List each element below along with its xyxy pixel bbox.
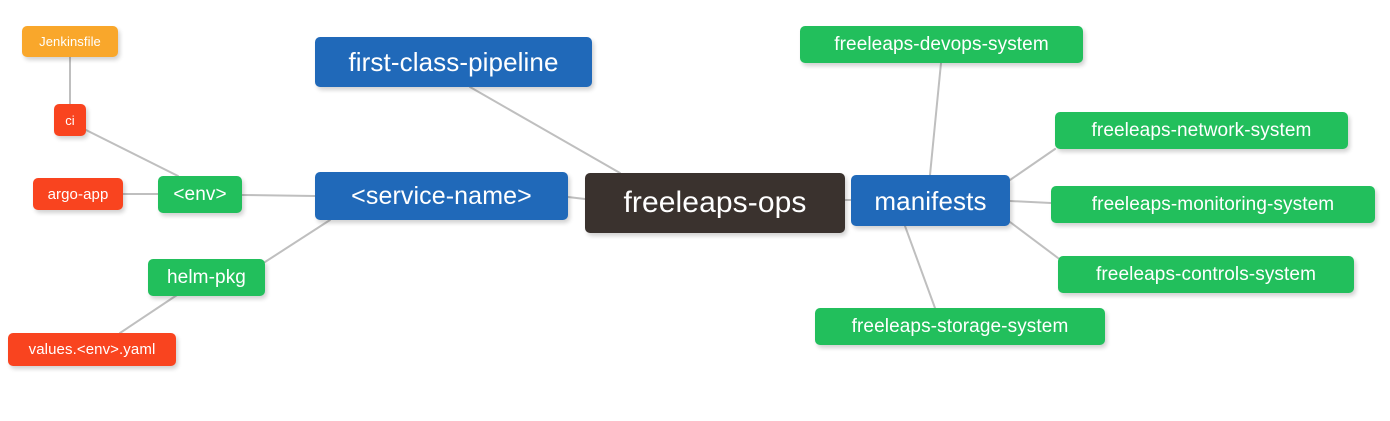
node-ci[interactable]: ci xyxy=(54,104,86,136)
edge-monitoring-system-to-manifests xyxy=(1009,200,1052,204)
node-storage-system[interactable]: freeleaps-storage-system xyxy=(815,308,1105,345)
edge-network-system-to-manifests xyxy=(1009,148,1056,181)
node-first-class-pipeline[interactable]: first-class-pipeline xyxy=(315,37,592,87)
node-argo-app[interactable]: argo-app xyxy=(33,178,123,210)
node-freeleaps-ops[interactable]: freeleaps-ops xyxy=(585,173,845,233)
node-manifests[interactable]: manifests xyxy=(851,175,1010,226)
node-service-name[interactable]: <service-name> xyxy=(315,172,568,220)
node-helm-pkg[interactable]: helm-pkg xyxy=(148,259,265,296)
edge-service-name-to-freeleaps-ops xyxy=(567,196,586,200)
edge-env-to-service-name xyxy=(241,194,316,197)
edge-helm-pkg-to-values-env-yaml xyxy=(119,294,178,334)
node-env[interactable]: <env> xyxy=(158,176,242,213)
node-devops-system[interactable]: freeleaps-devops-system xyxy=(800,26,1083,63)
edge-controls-system-to-manifests xyxy=(1009,221,1059,259)
edge-first-class-pipeline-to-freeleaps-ops xyxy=(469,86,621,174)
node-controls-system[interactable]: freeleaps-controls-system xyxy=(1058,256,1354,293)
node-values-env-yaml[interactable]: values.<env>.yaml xyxy=(8,333,176,366)
node-monitoring-system[interactable]: freeleaps-monitoring-system xyxy=(1051,186,1375,223)
node-jenkinsfile[interactable]: Jenkinsfile xyxy=(22,26,118,57)
edge-devops-system-to-manifests xyxy=(929,62,942,176)
edge-storage-system-to-manifests xyxy=(904,225,936,309)
node-network-system[interactable]: freeleaps-network-system xyxy=(1055,112,1348,149)
edge-ci-to-env xyxy=(85,129,179,177)
edge-service-name-to-helm-pkg xyxy=(264,219,331,263)
